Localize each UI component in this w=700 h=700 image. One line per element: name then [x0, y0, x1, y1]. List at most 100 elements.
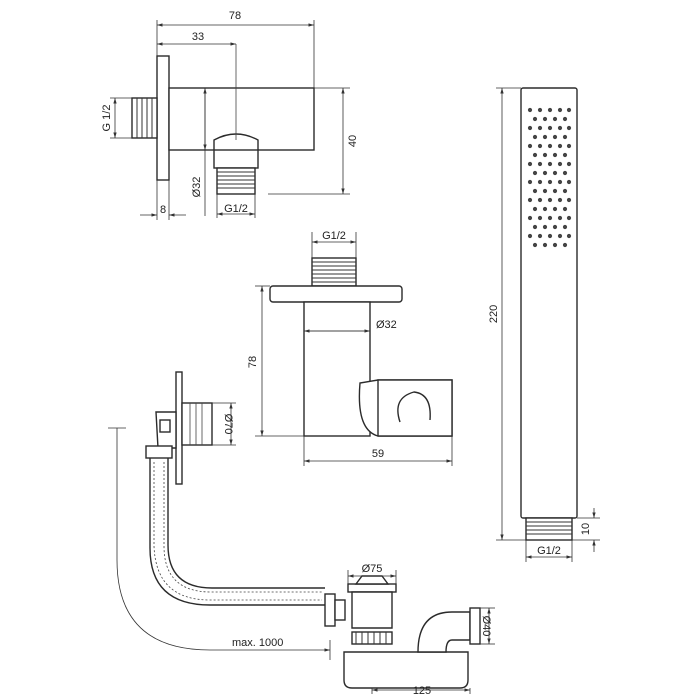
nozzle-dot [552, 206, 558, 212]
drain-dim-width-label: 125 [413, 685, 431, 697]
holder-dim-depth-label: 59 [372, 448, 384, 460]
drain-outlet-ring [469, 607, 481, 645]
nozzle-dot [552, 134, 558, 140]
nozzle-dot [552, 224, 558, 230]
nozzle-dot [552, 242, 558, 248]
overflow-hose-outer [149, 458, 325, 606]
holder-dim-dia-label: Ø32 [376, 319, 397, 331]
drain-dim-max-length-label: max. 1000 [232, 637, 283, 649]
nozzle-dot [542, 116, 548, 122]
dim-inlet-thread-label: G 1/2 [101, 105, 113, 132]
nozzle-dot [562, 188, 568, 194]
nozzle-dot [562, 224, 568, 230]
nozzle-dot [532, 152, 538, 158]
hand-shower-dim-thread-label: G1/2 [537, 545, 561, 557]
nozzle-dot [557, 161, 563, 167]
hand-shower-dim-length-label: 220 [488, 305, 500, 323]
nozzle-dot [542, 206, 548, 212]
overflow-panel [175, 371, 183, 485]
drain-dim-outlet-dia-label: Ø40 [480, 616, 492, 637]
nozzle-dot [557, 107, 563, 113]
nozzle-dot [562, 116, 568, 122]
dim-total-depth-label: 78 [229, 10, 241, 22]
drain-dim-overflow-dia-label: Ø70 [222, 414, 234, 435]
nozzle-dot [566, 179, 572, 185]
overflow-coupling [145, 445, 173, 459]
nozzle-dot [527, 107, 533, 113]
hand-shower-thread [525, 517, 573, 541]
outlet-thread [216, 167, 256, 195]
dim-flange-label: 8 [160, 204, 166, 216]
holder-body [303, 301, 371, 437]
nozzle-dot [527, 197, 533, 203]
nozzle-dot [557, 233, 563, 239]
nozzle-dot [562, 170, 568, 176]
nozzle-dot [537, 233, 543, 239]
nozzle-dot [532, 134, 538, 140]
hand-shower-drawing: 220 10 G1/2 [488, 87, 600, 562]
nozzle-dot [562, 134, 568, 140]
nozzle-dot [542, 242, 548, 248]
nozzle-dot [527, 233, 533, 239]
nozzle-dot [537, 125, 543, 131]
nozzle-dot [532, 242, 538, 248]
drain-trap [343, 651, 469, 689]
dim-outlet-thread-label: G1/2 [224, 203, 248, 215]
nozzle-dot [537, 197, 543, 203]
nozzle-dot [532, 188, 538, 194]
nozzle-dot [527, 215, 533, 221]
dim-outlet-dia-label: Ø32 [191, 177, 203, 198]
nozzle-dot [542, 224, 548, 230]
nozzle-dot [537, 161, 543, 167]
nozzle-dot [557, 179, 563, 185]
nozzle-dot [566, 215, 572, 221]
nozzle-dot [566, 233, 572, 239]
nozzle-dot [562, 242, 568, 248]
nozzle-dot [547, 161, 553, 167]
nozzle-dot [557, 125, 563, 131]
nozzle-dot [537, 179, 543, 185]
nozzle-dot [542, 188, 548, 194]
nozzle-dot [542, 170, 548, 176]
holder-dim-thread-label: G1/2 [322, 230, 346, 242]
holder-dim-height-label: 78 [247, 356, 259, 368]
nozzle-dot [542, 134, 548, 140]
dim-height-label: 40 [347, 135, 359, 147]
nozzle-dot [552, 152, 558, 158]
nozzle-dot [566, 197, 572, 203]
nozzle-dot [547, 107, 553, 113]
drain-outlet-elbow [417, 611, 471, 653]
nozzle-dot [547, 179, 553, 185]
nozzle-dot [547, 233, 553, 239]
nozzle-dot [566, 125, 572, 131]
nozzle-dot [547, 197, 553, 203]
drain-dim-plug-dia-label: Ø75 [362, 563, 383, 575]
wall-flange [156, 55, 170, 181]
nozzle-dot [547, 215, 553, 221]
drain-drawing: Ø70 Ø75 Ø40 max. 1000 125 [108, 371, 495, 697]
holder-wall-plate [269, 285, 403, 303]
nozzle-dot [527, 125, 533, 131]
nozzle-dot [547, 143, 553, 149]
nozzle-dot [557, 143, 563, 149]
nozzle-dot [532, 224, 538, 230]
hose-trap-coupling [324, 593, 336, 627]
hand-shower-body [520, 87, 578, 519]
nozzle-dot [547, 125, 553, 131]
holder-drawing: G1/2 Ø32 78 59 [247, 230, 453, 466]
nozzle-dot [532, 170, 538, 176]
nozzle-dot [527, 179, 533, 185]
nozzle-dot [557, 215, 563, 221]
nozzle-dot [532, 206, 538, 212]
nozzle-dot [527, 143, 533, 149]
nozzle-grid [527, 107, 572, 248]
nozzle-dot [557, 197, 563, 203]
wall-outlet-drawing: 78 33 40 8 Ø32 G1/2 G 1/2 [101, 10, 359, 220]
nozzle-dot [566, 161, 572, 167]
nozzle-dot [566, 143, 572, 149]
hand-shower-dim-thread-length-label: 10 [580, 523, 592, 535]
nozzle-dot [552, 170, 558, 176]
drain-plug [347, 583, 397, 593]
nozzle-dot [562, 152, 568, 158]
